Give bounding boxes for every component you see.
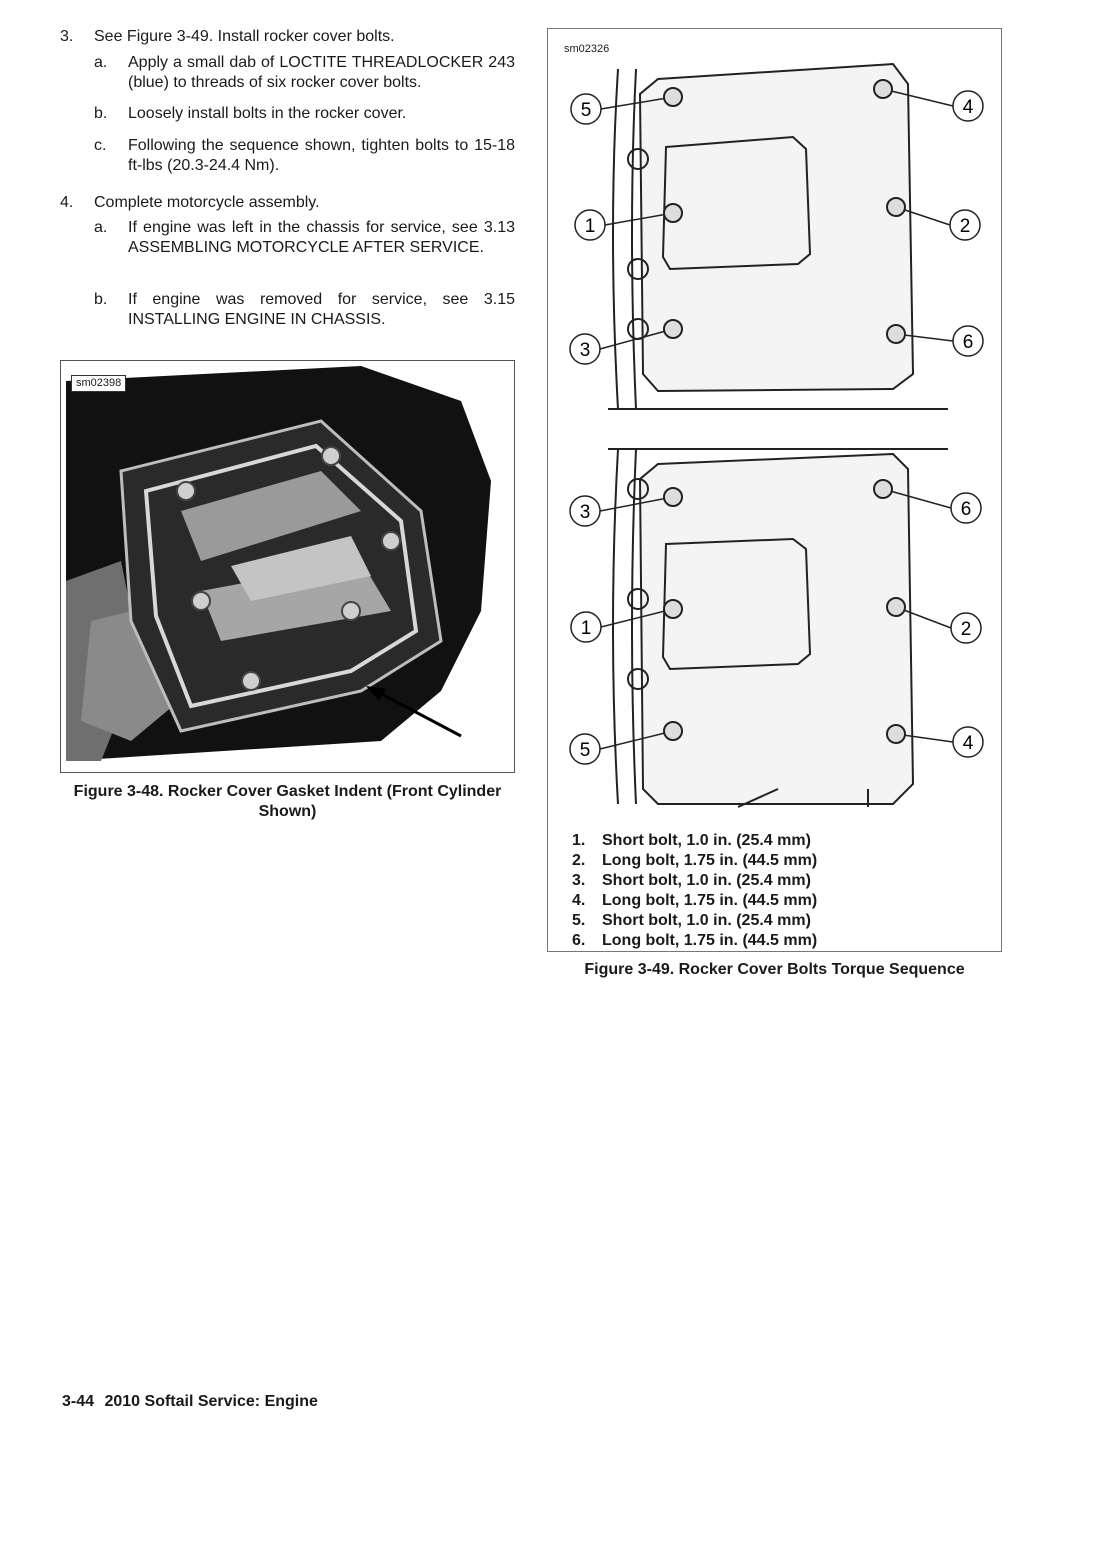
bottom-cover-callout-circle xyxy=(950,492,982,524)
figure-48-id-label: sm02398 xyxy=(71,375,127,392)
legend-item-5: 5. Short bolt, 1.0 in. (25.4 mm) xyxy=(572,911,811,931)
top-cover-callout-circle xyxy=(570,93,602,125)
bolt-head xyxy=(886,324,906,344)
bolt-head xyxy=(886,724,906,744)
top-cover-callout-circle xyxy=(569,333,601,365)
sub-text: Apply a small dab of LOCTITE THREADLOCKE… xyxy=(128,54,515,91)
page-number: 3-44 xyxy=(62,1393,95,1410)
top-cover-callout-number: 2 xyxy=(960,216,971,237)
legend-item-6: 6. Long bolt, 1.75 in. (44.5 mm) xyxy=(572,931,817,951)
legend-text: Short bolt, 1.0 in. (25.4 mm) xyxy=(602,872,811,889)
bottom-cover-callout-circle xyxy=(952,726,984,758)
bolt-head xyxy=(663,599,683,619)
step-number: 4. xyxy=(60,194,74,211)
bottom-cover-callout-number: 6 xyxy=(961,499,972,520)
top-cover-callout-circle xyxy=(952,90,984,122)
sub-letter: c. xyxy=(94,137,107,154)
legend-number: 1. xyxy=(572,832,586,849)
bottom-cover-callout-number: 5 xyxy=(580,740,591,761)
top-cover-callout-circle xyxy=(574,209,606,241)
bolt-head xyxy=(886,597,906,617)
sub-letter: a. xyxy=(94,219,108,236)
legend-text: Long bolt, 1.75 in. (44.5 mm) xyxy=(602,892,818,909)
figure-49-diagram: 5 4 1 2 3 6 3 6 1 2 5 4 xyxy=(569,62,984,808)
legend-text: Long bolt, 1.75 in. (44.5 mm) xyxy=(602,852,818,869)
footer-title: 2010 Softail Service: Engine xyxy=(104,1393,318,1410)
bottom-cover-callout-number: 1 xyxy=(581,618,592,639)
callout-leader-line xyxy=(599,496,674,512)
step-4a: a. If engine was left in the chassis for… xyxy=(94,218,515,258)
sub-text: If engine was removed for service, see 3… xyxy=(128,291,515,328)
top-cover-callout-circle xyxy=(952,325,984,357)
legend-text: Short bolt, 1.0 in. (25.4 mm) xyxy=(602,832,811,849)
legend-number: 6. xyxy=(572,932,586,949)
bottom-cover-callout-circle xyxy=(950,612,982,644)
sub-letter: b. xyxy=(94,291,108,308)
sub-text: Loosely install bolts in the rocker cove… xyxy=(128,105,407,122)
legend-item-4: 4. Long bolt, 1.75 in. (44.5 mm) xyxy=(572,891,817,911)
bottom-cover-callout-circle xyxy=(570,611,602,643)
bolt-head xyxy=(873,79,893,99)
legend-number: 2. xyxy=(572,852,586,869)
callout-leader-line xyxy=(882,88,954,107)
sub-letter: a. xyxy=(94,54,108,71)
legend-text: Long bolt, 1.75 in. (44.5 mm) xyxy=(602,932,818,949)
legend-item-3: 3. Short bolt, 1.0 in. (25.4 mm) xyxy=(572,871,811,891)
bottom-cover-callout-circle xyxy=(569,733,601,765)
bolt-head xyxy=(663,721,683,741)
callout-leader-line xyxy=(600,608,674,628)
bolt-head xyxy=(663,203,683,223)
top-cover-callout-number: 4 xyxy=(963,97,974,118)
top-cover-callout-circle xyxy=(949,209,981,241)
top-cover-callout-number: 5 xyxy=(581,100,592,121)
legend-item-2: 2. Long bolt, 1.75 in. (44.5 mm) xyxy=(572,851,817,871)
callout-leader-line xyxy=(600,96,674,110)
bottom-cover-callout-number: 3 xyxy=(580,502,591,523)
step-number: 3. xyxy=(60,28,74,45)
legend-number: 3. xyxy=(572,872,586,889)
legend-item-1: 1. Short bolt, 1.0 in. (25.4 mm) xyxy=(572,831,811,851)
figure-48-caption: Figure 3-48. Rocker Cover Gasket Indent … xyxy=(73,783,502,820)
bolt-head xyxy=(663,319,683,339)
sub-letter: b. xyxy=(94,105,108,122)
figure-48-photo xyxy=(61,361,514,772)
figure-49-frame: sm02326 5 4 1 2 3 6 3 6 1 2 5 4 xyxy=(547,28,1002,952)
sub-text: Following the sequence shown, tighten bo… xyxy=(128,137,515,174)
legend-number: 4. xyxy=(572,892,586,909)
figure-48-frame: sm02398 xyxy=(60,360,515,773)
sub-text: If engine was left in the chassis for se… xyxy=(128,219,515,256)
bolt-head xyxy=(873,479,893,499)
step-3c: c. Following the sequence shown, tighten… xyxy=(94,136,515,176)
step-3a: a. Apply a small dab of LOCTITE THREADLO… xyxy=(94,53,515,93)
bolt-head xyxy=(886,197,906,217)
bolt-head xyxy=(663,87,683,107)
step-text: See Figure 3-49. Install rocker cover bo… xyxy=(94,28,395,45)
step-3b: b. Loosely install bolts in the rocker c… xyxy=(94,104,515,124)
figure-49-id-label: sm02326 xyxy=(564,43,610,55)
callout-leader-line xyxy=(882,488,952,509)
figure-49-caption: Figure 3-49. Rocker Cover Bolts Torque S… xyxy=(584,961,965,978)
top-cover-callout-number: 3 xyxy=(580,340,591,361)
callout-leader-line xyxy=(604,212,674,226)
callout-leader-line xyxy=(599,730,674,750)
bottom-cover-callout-circle xyxy=(569,495,601,527)
legend-number: 5. xyxy=(572,912,586,929)
top-cover-callout-number: 1 xyxy=(585,216,596,237)
page-footer: 3-44 2010 Softail Service: Engine xyxy=(62,1392,318,1412)
step-text: Complete motorcycle assembly. xyxy=(94,194,320,211)
step-4b: b. If engine was removed for service, se… xyxy=(94,290,515,330)
bottom-cover-callout-number: 4 xyxy=(963,733,974,754)
legend-text: Short bolt, 1.0 in. (25.4 mm) xyxy=(602,912,811,929)
callout-leader-line xyxy=(599,328,674,350)
top-cover-callout-number: 6 xyxy=(963,332,974,353)
bolt-head xyxy=(663,487,683,507)
bottom-cover-callout-number: 2 xyxy=(961,619,972,640)
